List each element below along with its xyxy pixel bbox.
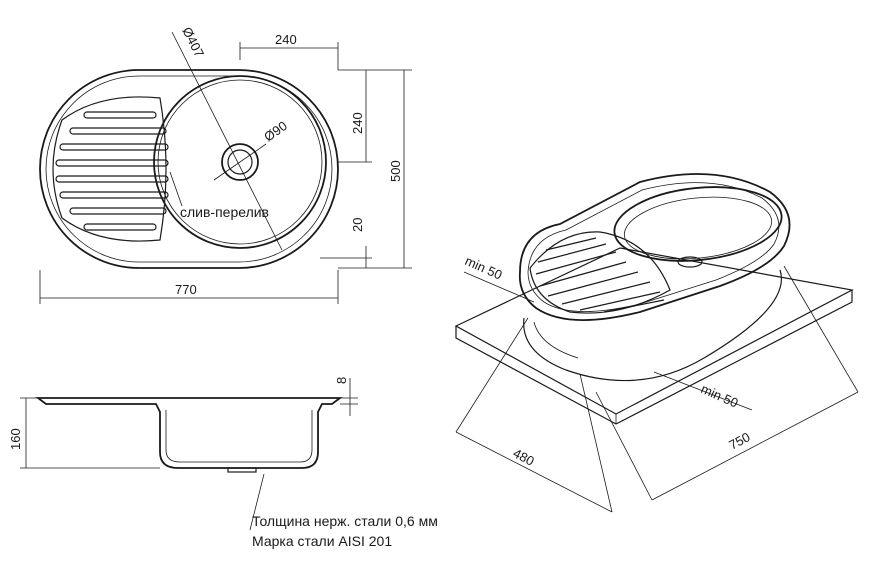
iso-rib (537, 243, 607, 263)
dim-line-cutout-width (651, 391, 859, 501)
dim-depth: 160 (8, 428, 23, 450)
sink-inner-rim (45, 75, 333, 263)
iso-rib (547, 271, 639, 297)
iso-rib (539, 261, 627, 287)
drain-diameter-line (213, 143, 267, 181)
sink-profile-inner (165, 410, 313, 463)
note-steel-grade: Марка стали AISI 201 (252, 533, 392, 549)
dim-rim: 8 (334, 377, 349, 384)
iso-sink-rim-inner (527, 182, 780, 312)
drainboard-rib (59, 191, 169, 199)
drainboard-rib (69, 127, 167, 135)
drainboard-rib (69, 207, 167, 215)
bowl-diameter-line (171, 31, 283, 251)
drain-inner (227, 149, 253, 175)
iso-view: min 50 min 50 480 750 (454, 173, 859, 513)
side-view: 160 8 (8, 377, 358, 531)
top-view: слив-перелив 770 240 500 240 20 Ø407 Ø90 (39, 25, 412, 304)
drainboard-rib (83, 223, 157, 231)
dim-min-left: min 50 (463, 253, 505, 283)
overflow-leader (169, 171, 183, 207)
dim-ext-line (595, 391, 653, 501)
sink-profile (35, 397, 343, 469)
dim-edge: 20 (350, 218, 365, 232)
dim-line-min-right (653, 371, 753, 411)
drainboard-rib (55, 159, 169, 167)
drainboard-outline (52, 96, 167, 242)
cutout-hole-inner (533, 321, 579, 359)
iso-drainboard-ribs (535, 237, 665, 313)
note-thickness: Толщина нерж. стали 0,6 мм (252, 513, 438, 529)
countertop-edge (455, 290, 853, 425)
bowl-outline (153, 75, 327, 249)
bowl-inner (157, 79, 323, 245)
dim-ext-line (579, 373, 613, 513)
dim-line-min-left (463, 271, 535, 303)
dim-bowl-height: 240 (350, 112, 365, 134)
dim-ext-line (455, 317, 529, 433)
drainboard-ribs (55, 111, 169, 231)
countertop-top (454, 247, 854, 415)
iso-bowl (613, 186, 783, 262)
sink-outer-rim (39, 69, 339, 269)
iso-bowl-inner (623, 196, 773, 260)
iso-rib (561, 281, 651, 305)
overflow-label: слив-перелив (180, 204, 269, 220)
iso-rib (545, 237, 597, 251)
dim-diameter-drain: Ø90 (261, 118, 290, 144)
iso-drainboard-outline (529, 231, 671, 314)
drain-outlet (227, 467, 257, 473)
cutout-hole (523, 269, 782, 382)
dim-width: 770 (175, 282, 197, 297)
dim-min-right: min 50 (699, 381, 741, 411)
dim-cutout-depth: 480 (511, 445, 537, 468)
iso-sink-rim (518, 173, 791, 321)
drainboard-rib (55, 175, 169, 183)
dim-ext-line (783, 265, 859, 393)
drainboard-rib (59, 143, 169, 151)
iso-rib (579, 291, 661, 311)
thickness-leader (249, 473, 265, 531)
dim-line-cutout-depth (455, 431, 613, 513)
drain-outer (221, 143, 259, 181)
dim-height: 500 (388, 160, 403, 182)
iso-rib (535, 251, 617, 275)
iso-drain (677, 256, 703, 268)
drainboard-rib (83, 111, 157, 119)
dim-bowl-width: 240 (275, 32, 297, 47)
